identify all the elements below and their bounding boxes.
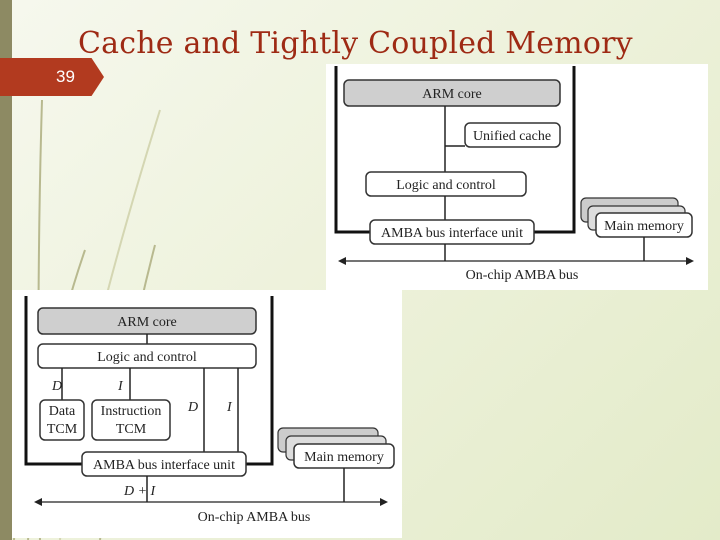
data-tcm-box: Data TCM bbox=[39, 399, 85, 441]
slide-number: 39 bbox=[0, 58, 104, 96]
cache-amba-interface-label: AMBA bus interface unit bbox=[381, 226, 523, 241]
tcm-main-memory-stack: Main memory bbox=[277, 427, 395, 469]
unified-cache-label: Unified cache bbox=[473, 129, 551, 144]
tcm-arm-core-label: ARM core bbox=[117, 315, 177, 330]
unified-cache-box: Unified cache bbox=[464, 122, 561, 148]
cache-bus-line bbox=[338, 257, 694, 265]
data-tcm-line1: Data bbox=[49, 404, 76, 419]
tcm-i-right-label: I bbox=[226, 400, 233, 415]
cache-diagram-panel: ARM core Unified cache Logic and control… bbox=[326, 64, 708, 290]
tcm-arm-core-box: ARM core bbox=[37, 307, 257, 335]
data-tcm-line2: TCM bbox=[47, 422, 78, 437]
tcm-diagram-panel: ARM core Logic and control D I D I Data … bbox=[12, 290, 402, 538]
tcm-bus-label: On-chip AMBA bus bbox=[198, 510, 311, 525]
side-accent-bar bbox=[0, 0, 12, 540]
cache-arm-core-label: ARM core bbox=[422, 87, 482, 102]
tcm-logic-control-box: Logic and control bbox=[37, 343, 257, 369]
cache-arm-core-box: ARM core bbox=[343, 79, 561, 107]
tcm-main-memory-label: Main memory bbox=[304, 450, 384, 465]
cache-main-memory-label: Main memory bbox=[604, 219, 684, 234]
cache-logic-control-box: Logic and control bbox=[365, 171, 527, 197]
cache-logic-control-label: Logic and control bbox=[396, 178, 496, 193]
tcm-i-label: I bbox=[117, 379, 124, 394]
instruction-tcm-line1: Instruction bbox=[101, 404, 162, 419]
tcm-logic-control-label: Logic and control bbox=[97, 350, 197, 365]
tcm-amba-interface-box: AMBA bus interface unit bbox=[81, 451, 247, 477]
cache-bus-label: On-chip AMBA bus bbox=[466, 268, 579, 283]
instruction-tcm-box: Instruction TCM bbox=[91, 399, 171, 441]
tcm-d-plus-i-label: D + I bbox=[123, 484, 157, 499]
instruction-tcm-line2: TCM bbox=[116, 422, 147, 437]
tcm-amba-interface-label: AMBA bus interface unit bbox=[93, 458, 235, 473]
tcm-d-right-label: D bbox=[187, 400, 198, 415]
slide-title: Cache and Tightly Coupled Memory bbox=[78, 26, 633, 61]
tcm-bus-line bbox=[34, 498, 388, 506]
tcm-d-label: D bbox=[51, 379, 62, 394]
cache-main-memory-stack: Main memory bbox=[580, 197, 693, 238]
cache-amba-interface-box: AMBA bus interface unit bbox=[369, 219, 535, 245]
